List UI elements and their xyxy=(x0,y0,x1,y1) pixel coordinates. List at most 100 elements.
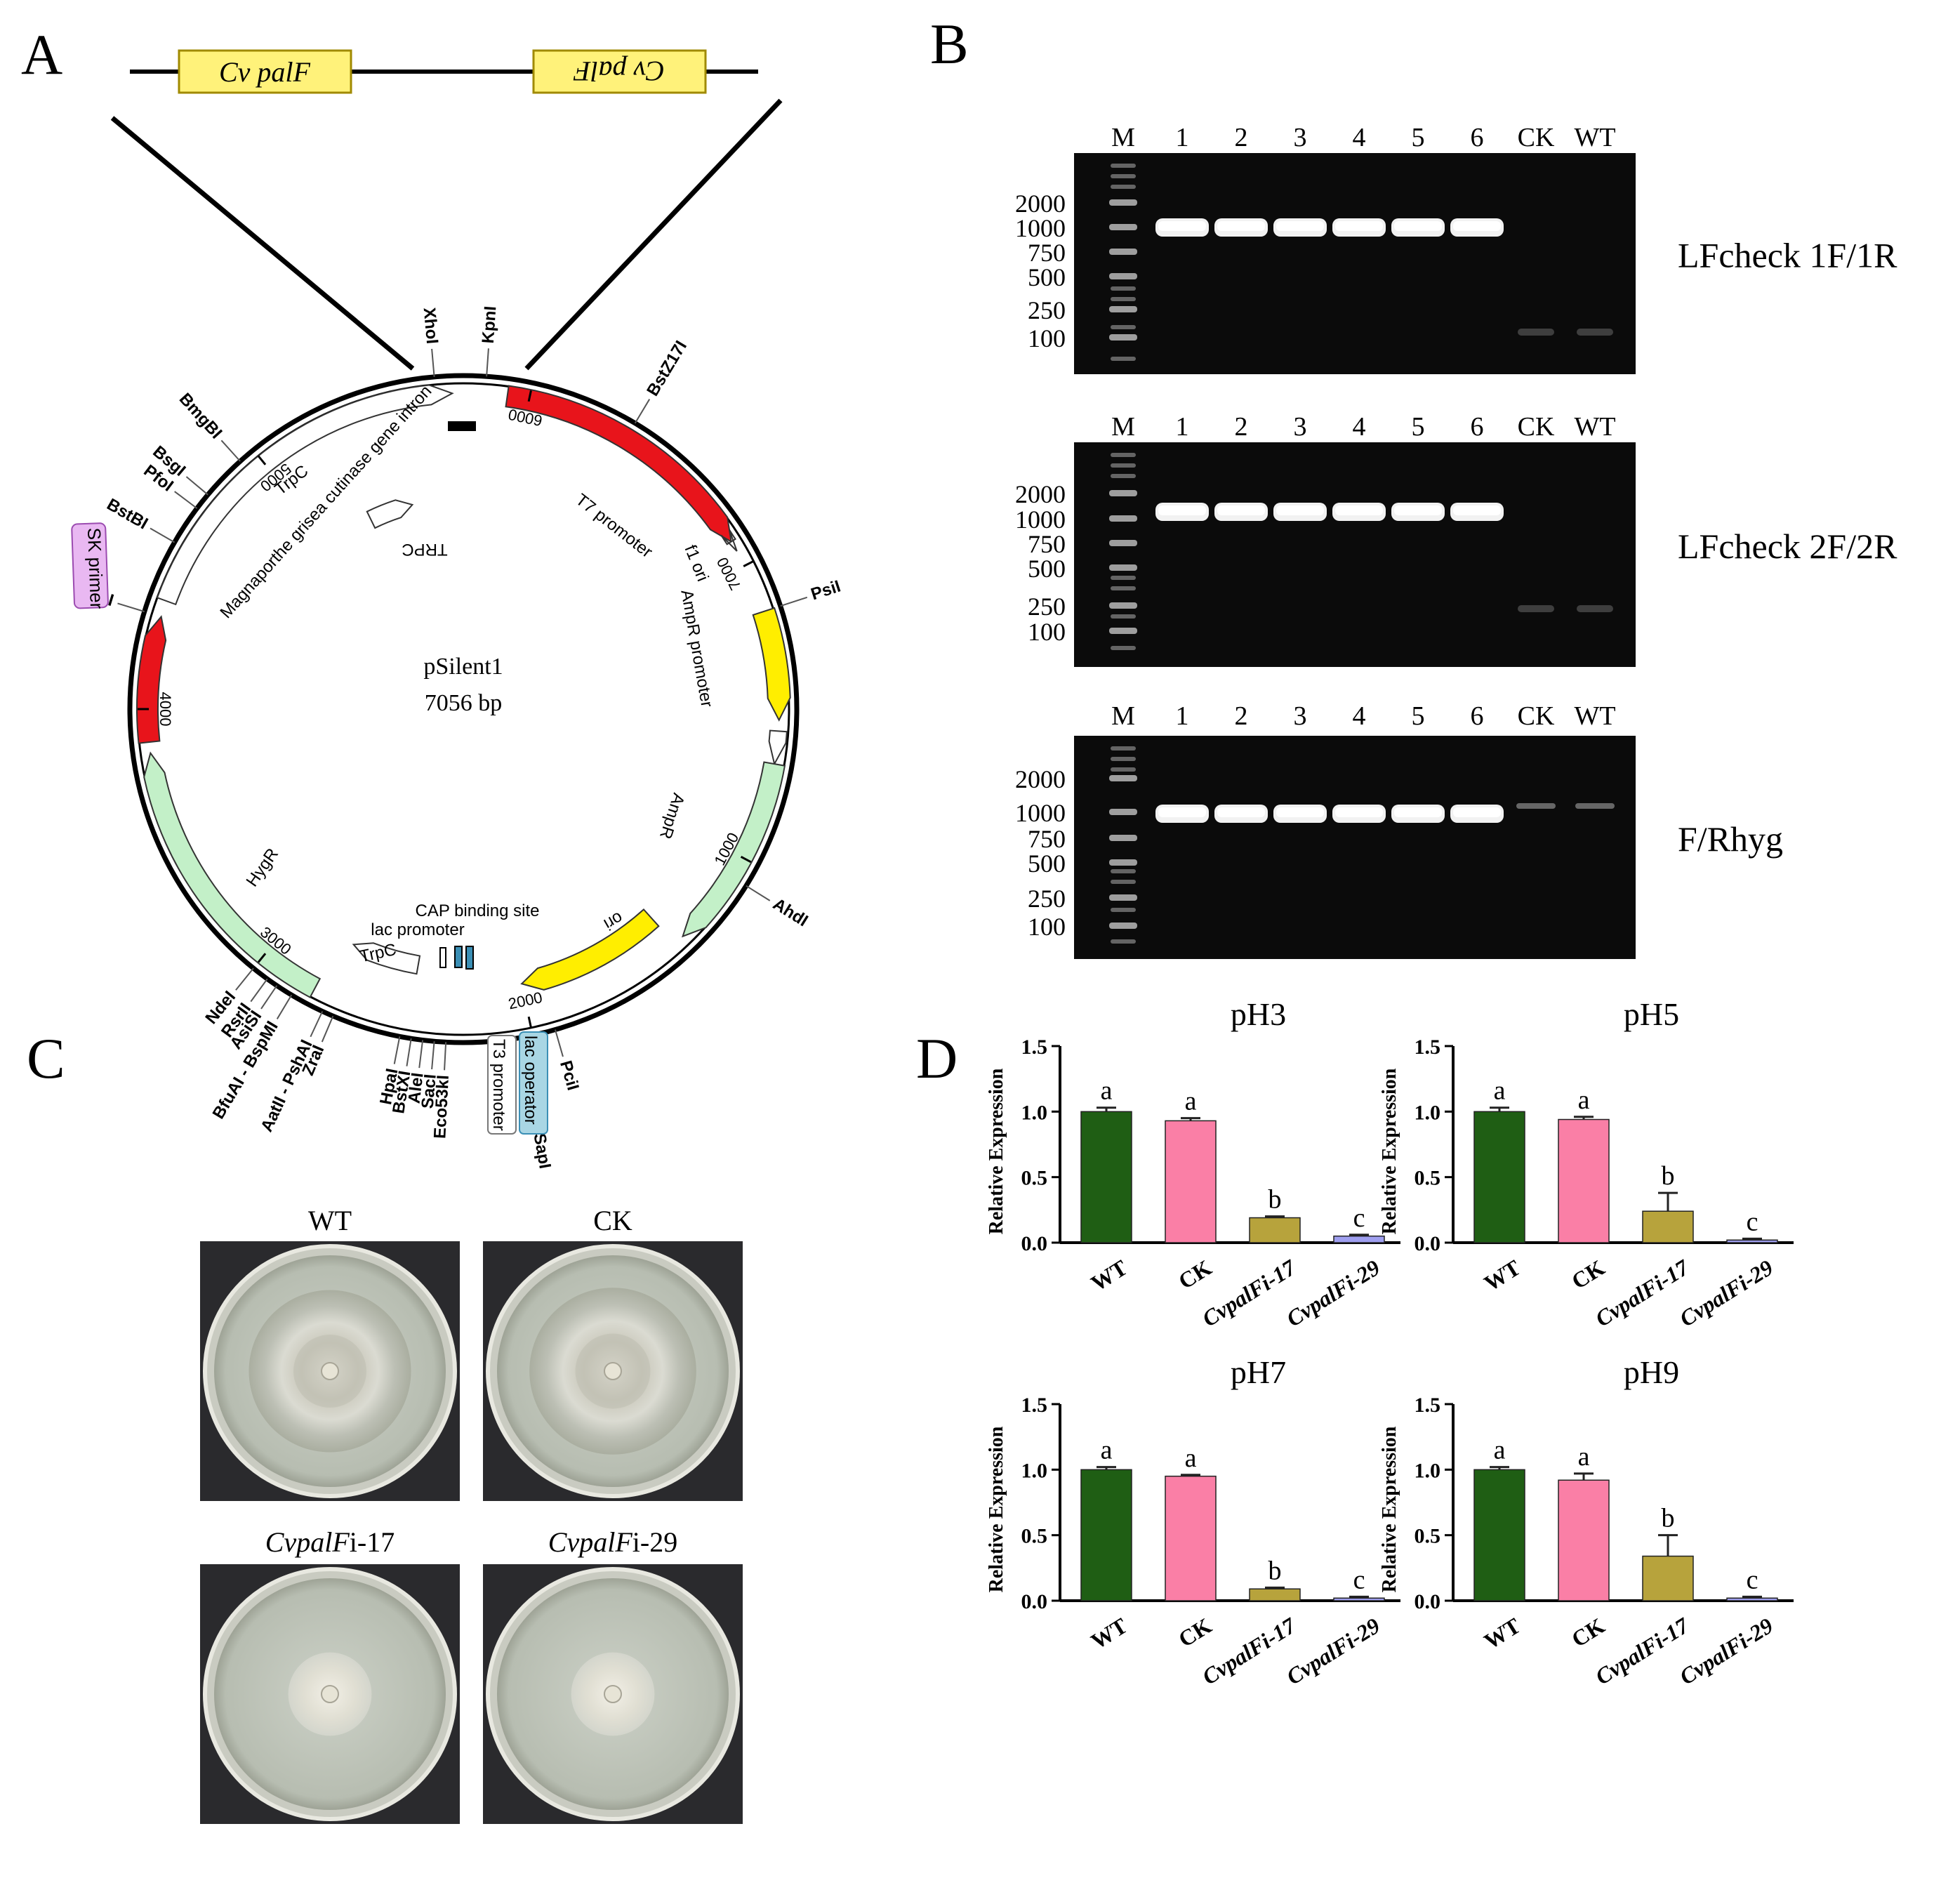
marker-size-500: 500 xyxy=(1028,555,1066,583)
x-tick-label-cvpalfi-17: CvpalFi-17 xyxy=(1591,1254,1694,1332)
y-tick-label: 0.0 xyxy=(1021,1590,1048,1613)
plate-label: CvpalFi-17 xyxy=(265,1526,395,1558)
marker-size-1000: 1000 xyxy=(1015,799,1066,827)
chart-title: pH5 xyxy=(1624,996,1679,1032)
x-tick-label-cvpalfi-17: CvpalFi-17 xyxy=(1591,1612,1694,1690)
significance-letter: a xyxy=(1101,1076,1113,1106)
site-kpni: KpnI xyxy=(479,305,501,344)
lane-label-2: 2 xyxy=(1235,412,1248,442)
lac-promoter-mark xyxy=(439,947,446,968)
site-line-kpni xyxy=(486,348,489,377)
site-line-bstz17i xyxy=(634,399,651,424)
lac-operator-box: lac operator xyxy=(519,1031,548,1135)
ladder-band xyxy=(1109,628,1137,634)
sample-band-core xyxy=(1453,807,1501,817)
marker-size-2000: 2000 xyxy=(1015,765,1066,793)
lane-label-m: M xyxy=(1111,701,1135,731)
site-bstbi: BstBI xyxy=(103,495,151,534)
y-tick-label: 0.5 xyxy=(1021,1525,1048,1548)
construct-label-left: Cv palF xyxy=(219,56,311,88)
marker-size-250: 250 xyxy=(1028,885,1066,913)
feature-ampr-promoter-3 xyxy=(768,729,788,766)
feature-trpc-7 xyxy=(136,615,167,744)
feature-trpc-10 xyxy=(366,499,414,529)
plate-1: WT xyxy=(200,1205,460,1501)
lane-label-wt: WT xyxy=(1574,412,1615,442)
sample-band-core xyxy=(1335,221,1383,231)
ladder-band xyxy=(1109,894,1137,901)
tick-6000 xyxy=(527,390,532,402)
chart-title: pH3 xyxy=(1231,996,1286,1032)
significance-letter: a xyxy=(1185,1443,1197,1473)
sample-band-core xyxy=(1276,505,1324,515)
ladder-band xyxy=(1109,540,1137,546)
x-tick-label-cvpalfi-29: CvpalFi-29 xyxy=(1675,1613,1777,1690)
site-line-bmgbi xyxy=(220,439,241,462)
ladder-band xyxy=(1111,939,1136,944)
lac-operator-mark xyxy=(465,946,474,970)
site-line-spei xyxy=(117,602,145,613)
marker-size-2000: 2000 xyxy=(1015,480,1066,508)
feature-ori-5 xyxy=(520,908,660,991)
lac-operator-label: lac operator xyxy=(521,1036,540,1125)
site-line-pfoi xyxy=(174,491,198,509)
y-tick-label: 1.0 xyxy=(1021,1459,1048,1482)
lane-label-4: 4 xyxy=(1353,701,1366,731)
ladder-band xyxy=(1109,564,1137,571)
sample-band-core xyxy=(1453,505,1501,515)
site-line-alei xyxy=(418,1040,424,1069)
primer-label: LFcheck 1F/1R xyxy=(1678,236,1897,275)
ladder-band xyxy=(1109,334,1137,341)
feature-magnaporthe-grisea-cutinase-gene-intron-8 xyxy=(156,384,454,606)
x-tick-label-italic: CvpalF xyxy=(1675,1632,1747,1689)
lane-label-6: 6 xyxy=(1471,123,1484,152)
ladder-band xyxy=(1109,306,1137,312)
sample-band-core xyxy=(1394,505,1442,515)
plate-label: WT xyxy=(308,1205,352,1236)
site-xhoi: XhoI xyxy=(420,307,442,345)
gel-image xyxy=(1074,442,1636,667)
significance-letter: a xyxy=(1578,1442,1590,1472)
marker-size-100: 100 xyxy=(1028,913,1066,941)
ladder-band xyxy=(1109,199,1137,206)
y-tick-label: 0.0 xyxy=(1021,1232,1048,1255)
bar-ck xyxy=(1558,1479,1610,1601)
ladder-band xyxy=(1111,757,1136,761)
ladder-band xyxy=(1111,297,1136,301)
bar-ck xyxy=(1165,1120,1217,1243)
inoculum-plug xyxy=(321,1685,339,1703)
sample-band-core xyxy=(1276,807,1324,817)
panel-a: Cv palF Cv palF 100020003000400050006000… xyxy=(71,49,843,1170)
bar-wt xyxy=(1080,1469,1132,1601)
plate-3: CvpalFi-17 xyxy=(200,1526,460,1824)
feature-label-trpc-left: TRPC xyxy=(196,679,215,725)
faint-band xyxy=(1577,605,1613,612)
plate-label-italic: CvpalF xyxy=(548,1526,633,1558)
ladder-band xyxy=(1109,835,1137,841)
site-line-aatii-pshai xyxy=(310,1011,324,1038)
x-tick-label-ck: CK xyxy=(1174,1613,1216,1652)
plate-label-suffix: i-17 xyxy=(350,1526,395,1558)
site-line-xhoi xyxy=(431,348,435,377)
site-line-bstxi xyxy=(406,1038,412,1066)
bar-cvpalfi-29 xyxy=(1333,1597,1385,1601)
x-tick-label-cvpalfi-17: CvpalFi-17 xyxy=(1198,1254,1301,1332)
lane-label-2: 2 xyxy=(1235,701,1248,731)
lane-label-ck: CK xyxy=(1518,123,1555,152)
ladder-band xyxy=(1109,515,1137,522)
y-axis-label: Relative Expression xyxy=(986,1068,1007,1234)
x-tick-label-ck: CK xyxy=(1567,1613,1609,1652)
t3-promoter-box: T3 promoter xyxy=(487,1035,517,1135)
plate-label: CK xyxy=(593,1205,632,1236)
ladder-band xyxy=(1111,767,1136,772)
marker-size-500: 500 xyxy=(1028,263,1066,291)
ladder-band xyxy=(1109,602,1137,609)
site-line-ahdi xyxy=(746,885,771,901)
significance-letter: a xyxy=(1494,1436,1506,1465)
feature-t7-promoter-1 xyxy=(720,529,738,552)
sample-band-core xyxy=(1453,221,1501,231)
